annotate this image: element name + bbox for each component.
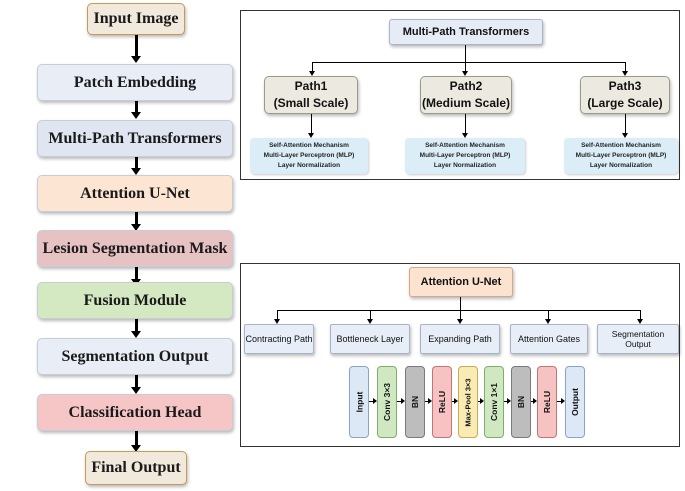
mpt-arrowhead — [622, 71, 628, 76]
unet-arrowhead — [545, 319, 551, 324]
flow-connector — [135, 157, 138, 168]
layer-relu: ReLU — [537, 366, 557, 438]
unet-connector — [548, 310, 549, 320]
flow-attention-unet: Attention U-Net — [37, 175, 233, 212]
unet-title: Attention U-Net — [409, 267, 513, 297]
unet-contracting-path: Contracting Path — [244, 324, 314, 354]
layer-max-pool-3x3: Max-Pool 3×3 — [458, 366, 478, 438]
flow-input-image: Input Image — [87, 3, 185, 35]
mpt-connector — [311, 114, 312, 134]
path3-box: Path3(Large Scale) — [580, 76, 670, 114]
layer-connector — [425, 401, 428, 402]
mpt-title: Multi-Path Transformers — [389, 19, 543, 45]
path1-box: Path1(Small Scale) — [264, 76, 358, 114]
multi-path-transformers-panel — [240, 10, 680, 180]
mpt-arrowhead — [462, 71, 468, 76]
layer-input: Input — [349, 366, 369, 438]
flow-arrowhead — [131, 331, 141, 338]
flow-patch-embedding: Patch Embedding — [37, 64, 233, 101]
layer-relu: ReLU — [432, 366, 452, 438]
layer-arrowhead — [561, 398, 565, 404]
mpt-connector — [312, 62, 625, 63]
unet-attention-gates: Attention Gates — [510, 324, 588, 354]
mpt-arrowhead — [462, 133, 468, 138]
layer-connector — [452, 401, 454, 402]
unet-connector — [640, 310, 641, 320]
mpt-arrowhead — [309, 71, 315, 76]
layer-arrowhead — [373, 398, 377, 404]
flow-arrowhead — [131, 56, 141, 63]
flow-arrowhead — [131, 387, 141, 394]
flow-arrowhead — [131, 445, 141, 452]
mpt-connector — [625, 114, 626, 134]
flow-connector — [135, 375, 138, 387]
flow-multi-path-transformers: Multi-Path Transformers — [37, 120, 233, 157]
flow-fusion-module: Fusion Module — [37, 282, 233, 319]
layer-arrowhead — [454, 398, 458, 404]
unet-connector — [277, 310, 641, 311]
layer-connector — [531, 401, 533, 402]
mpt-arrowhead — [308, 133, 314, 138]
layer-connector — [369, 401, 373, 402]
unet-connector — [460, 310, 461, 320]
layer-arrowhead — [507, 398, 511, 404]
unet-connector — [460, 297, 461, 310]
flow-connector — [135, 319, 138, 331]
layer-arrowhead — [480, 398, 484, 404]
unet-connector — [277, 310, 278, 320]
mpt-connector — [625, 62, 626, 72]
unet-arrowhead — [274, 319, 280, 324]
flow-classification-head: Classification Head — [37, 394, 233, 431]
mpt-connector — [312, 62, 313, 72]
unet-connector — [370, 310, 371, 320]
layer-arrowhead — [428, 398, 432, 404]
flow-connector — [135, 267, 138, 279]
mpt-connector — [465, 62, 466, 72]
flow-final-output: Final Output — [85, 451, 187, 485]
layer-connector — [478, 401, 480, 402]
flow-connector — [135, 212, 138, 224]
flow-connector — [135, 431, 138, 445]
layer-conv-3x3: Conv 3×3 — [377, 366, 397, 438]
layer-connector — [504, 401, 507, 402]
mpt-connector — [465, 114, 466, 134]
layer-arrowhead — [401, 398, 405, 404]
path2-box: Path2(Medium Scale) — [420, 76, 512, 114]
layer-conv-1x1: Conv 1×1 — [484, 366, 504, 438]
layer-connector — [397, 401, 401, 402]
flow-arrowhead — [131, 112, 141, 119]
layer-arrowhead — [533, 398, 537, 404]
layer-bn: BN — [405, 366, 425, 438]
unet-expanding-path: Expanding Path — [420, 324, 500, 354]
flow-connector — [135, 35, 138, 56]
flow-arrowhead — [131, 224, 141, 231]
attention-unet-panel — [240, 263, 680, 447]
flow-segmentation-output: Segmentation Output — [37, 338, 233, 375]
unet-segmentation-output: Segmentation Output — [597, 324, 679, 354]
layer-output: Output — [565, 366, 585, 438]
unet-arrowhead — [457, 319, 463, 324]
mpt-connector — [465, 45, 466, 62]
flow-connector — [135, 101, 138, 112]
unet-arrowhead — [367, 319, 373, 324]
flow-arrowhead — [131, 168, 141, 175]
layer-bn: BN — [511, 366, 531, 438]
layer-connector — [557, 401, 561, 402]
unet-bottleneck-layer: Bottleneck Layer — [330, 324, 410, 354]
unet-arrowhead — [637, 319, 643, 324]
flow-lesion-segmentation-mask: Lesion Segmentation Mask — [37, 230, 233, 267]
mpt-arrowhead — [622, 133, 628, 138]
